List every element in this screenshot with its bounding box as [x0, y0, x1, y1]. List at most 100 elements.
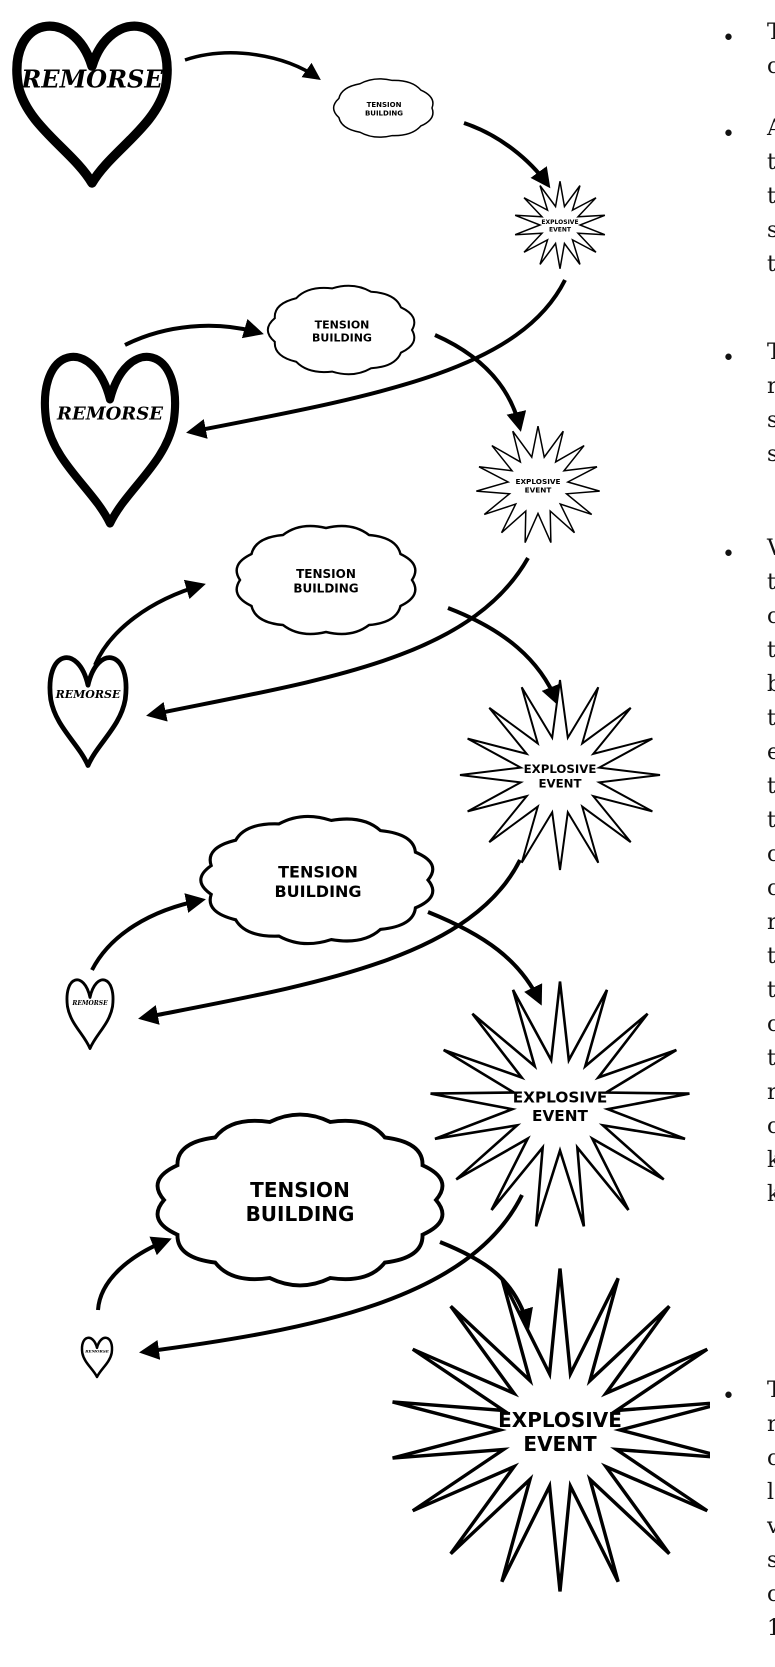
explosive-label-line2-3: EVENT — [539, 776, 582, 790]
explosive-label-line2-1: EVENT — [549, 226, 572, 233]
explosive-label-line1-1: EXPLOSIVE — [541, 219, 578, 226]
tension-label-line1-2: TENSION — [315, 318, 370, 331]
explosive-star-2 — [476, 425, 600, 543]
remorse-label-3: REMORSE — [55, 688, 121, 701]
bullet-line: 1 — [767, 1616, 775, 1641]
tension-label-line2-2: BUILDING — [312, 332, 372, 345]
bullet-line: c — [767, 1446, 775, 1471]
explosive-label-line1-5: EXPLOSIVE — [498, 1408, 622, 1432]
bullet-line: c — [767, 842, 775, 867]
explosive-label-line1-3: EXPLOSIVE — [524, 762, 597, 776]
bullet-marker-5: • — [722, 1384, 735, 1409]
bullet-line: t — [767, 706, 775, 731]
remorse-heart-2 — [40, 352, 180, 528]
bullet-marker-1: • — [722, 26, 735, 51]
remorse-label-2: REMORSE — [56, 403, 163, 424]
bullet-line: T — [767, 340, 775, 365]
bullet-line: c — [767, 876, 775, 901]
remorse-heart-1 — [12, 21, 172, 188]
tension-label-line2-3: BUILDING — [293, 582, 358, 596]
bullet-marker-3: • — [722, 346, 735, 371]
tension-cloud-5 — [155, 1112, 445, 1288]
remorse-heart-4 — [65, 978, 115, 1050]
bullet-line: t — [767, 150, 775, 175]
bullet-line: A — [767, 116, 775, 141]
bullet-line: T — [767, 1378, 775, 1403]
cycle-of-abuse-diagram: REMORSETENSIONBUILDINGEXPLOSIVEEVENTREMO… — [12, 21, 710, 1592]
bullet-line: t — [767, 570, 775, 595]
arrow-explosive-to-remorse-3 — [138, 859, 522, 1025]
remorse-label-4: REMORSE — [71, 1000, 108, 1007]
bullet-line: b — [767, 672, 775, 697]
bullet-line: e — [767, 740, 775, 765]
bullet-line: r — [767, 1412, 775, 1437]
arrow-tension-to-explosive-3 — [447, 606, 561, 706]
bullet-line: t — [767, 184, 775, 209]
arrow-remorse-to-tension-3 — [93, 579, 206, 666]
tension-cloud-4 — [199, 814, 435, 946]
arrow-remorse-to-tension-2 — [124, 318, 264, 347]
arrow-remorse-to-tension-4 — [90, 893, 206, 971]
bullet-line: t — [767, 774, 775, 799]
explosive-label-line2-4: EVENT — [532, 1107, 588, 1125]
bullet-line: r — [767, 1080, 775, 1105]
arrow-explosive-to-remorse-2 — [146, 557, 530, 722]
arrow-remorse-to-tension-5 — [96, 1236, 172, 1311]
bullet-line: r — [767, 910, 775, 935]
tension-cloud-1 — [332, 78, 434, 138]
bullet-line: t — [767, 638, 775, 663]
tension-label-line2-4: BUILDING — [274, 882, 361, 901]
arrow-remorse-to-tension-1 — [184, 51, 321, 80]
bullet-marker-4: • — [722, 542, 735, 567]
tension-label-line1-3: TENSION — [296, 567, 356, 581]
tension-label-line2-1: BUILDING — [365, 109, 403, 117]
bullet-line: c — [767, 604, 775, 629]
bullet-line: s — [767, 1548, 775, 1573]
arrow-tension-to-explosive-2 — [434, 333, 527, 432]
explosive-star-5 — [392, 1268, 710, 1592]
remorse-heart-5 — [80, 1336, 114, 1379]
explosive-label-line1-4: EXPLOSIVE — [513, 1089, 608, 1107]
explosive-label-line2-5: EVENT — [523, 1432, 597, 1456]
remorse-heart-3 — [47, 655, 129, 768]
arrow-explosive-to-remorse-1 — [186, 279, 567, 439]
shape-layer: REMORSETENSIONBUILDINGEXPLOSIVEEVENTREMO… — [12, 21, 710, 1592]
tension-cloud-3 — [235, 524, 417, 636]
bullet-line: c — [767, 1582, 775, 1607]
arrow-tension-to-explosive-1 — [463, 121, 551, 189]
bullet-line: s — [767, 442, 775, 467]
bullet-line: k — [767, 1182, 775, 1207]
bullet-line: t — [767, 978, 775, 1003]
tension-cloud-2 — [266, 284, 416, 376]
bullet-line: V — [767, 536, 775, 561]
bullet-line: l — [767, 1480, 775, 1505]
bullet-line: c — [767, 54, 775, 79]
bullet-line: t — [767, 252, 775, 277]
tension-label-line1-4: TENSION — [278, 863, 358, 882]
explosive-star-1 — [514, 181, 606, 269]
explosive-label-line1-2: EXPLOSIVE — [515, 477, 560, 486]
bullet-line: r — [767, 374, 775, 399]
bullet-line: k — [767, 1148, 775, 1173]
tension-label-line2-5: BUILDING — [246, 1202, 355, 1226]
explosive-star-3 — [459, 679, 661, 871]
bullet-line: v — [767, 1514, 775, 1539]
arrow-tension-to-explosive-4 — [427, 910, 543, 1006]
arrow-tension-to-explosive-5 — [439, 1240, 533, 1329]
bullet-line: s — [767, 218, 775, 243]
explosive-label-line2-2: EVENT — [525, 486, 552, 495]
tension-label-line1-1: TENSION — [367, 101, 402, 109]
bullet-marker-2: • — [722, 122, 735, 147]
bullet-line: s — [767, 408, 775, 433]
remorse-label-5: REMORSE — [84, 1348, 109, 1353]
bullet-line: c — [767, 1012, 775, 1037]
arrow-layer — [90, 51, 567, 1360]
bullet-line: t — [767, 944, 775, 969]
explosive-star-4 — [430, 981, 690, 1227]
